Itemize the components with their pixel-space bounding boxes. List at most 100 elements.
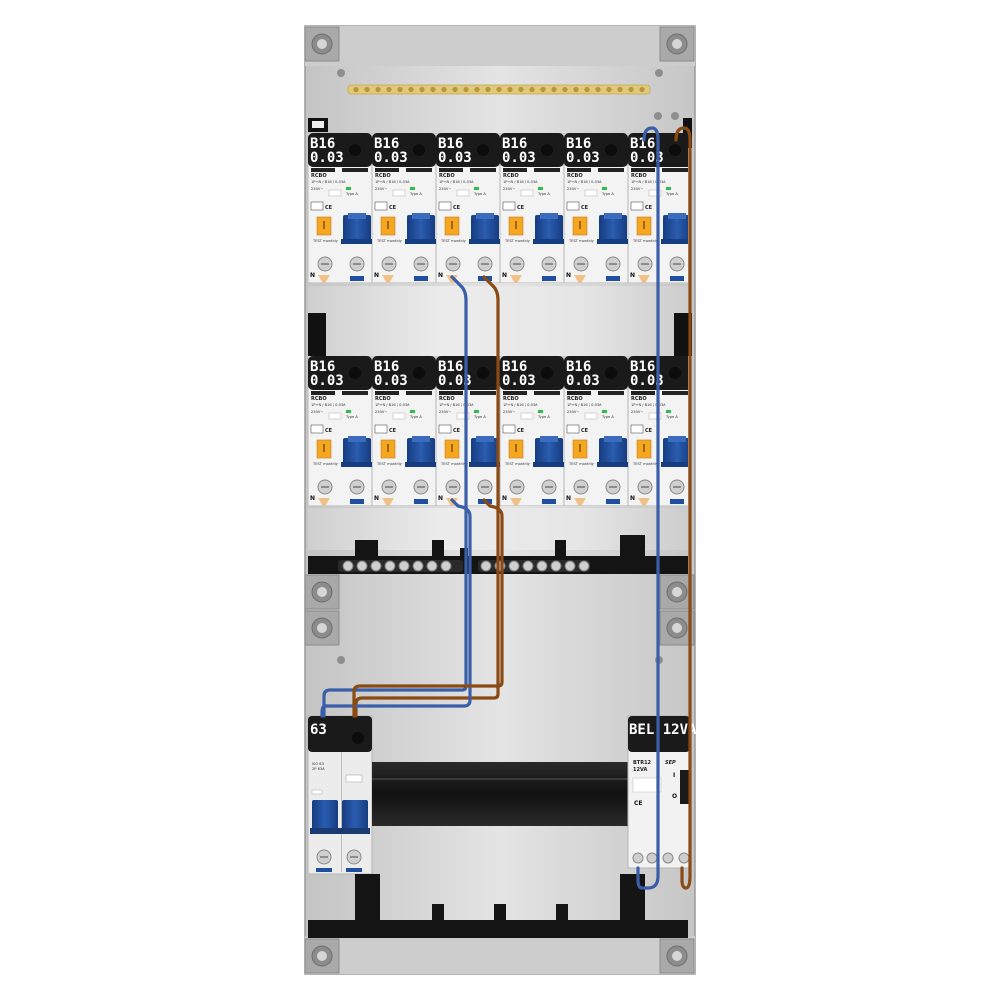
rcbo-spec: 1P+N / B16 / 0.03A <box>311 403 346 407</box>
rcbo-ce-mark: CE <box>645 428 653 434</box>
rcbo-handle[interactable] <box>343 215 371 243</box>
rcbo-test-label: TEST monthly <box>312 462 339 466</box>
rcbo-spec: 1P+N / B16 / 0.03A <box>567 180 602 184</box>
rcbo-handle[interactable] <box>599 438 627 466</box>
bell-transformer-ce: CE <box>634 800 643 807</box>
rcbo-handle[interactable] <box>407 215 435 243</box>
busbar-screw <box>441 86 447 93</box>
neutral-terminal-label: N <box>438 495 443 502</box>
busbar-screw <box>540 86 546 93</box>
rcbo-handle[interactable] <box>535 215 563 243</box>
neutral-bar-screw <box>412 560 424 572</box>
mounting-bracket <box>659 574 695 610</box>
bell-terminal-4 <box>678 852 690 864</box>
rcbo-type: Type A <box>473 415 486 419</box>
rcbo-spec: 1P+N / B16 / 0.03A <box>439 403 474 407</box>
mounting-bracket <box>304 574 340 610</box>
busbar-screw <box>529 86 535 93</box>
busbar-screw <box>584 86 590 93</box>
neutral-terminal-label: N <box>630 495 635 502</box>
neutral-wire-row2 <box>320 498 472 718</box>
main-switch-handle-right[interactable] <box>342 800 368 830</box>
busbar-screw <box>463 86 469 93</box>
busbar-screw <box>386 86 392 93</box>
rcbo-handle[interactable] <box>407 438 435 466</box>
rcbo-handle[interactable] <box>471 438 499 466</box>
rcbo-handle[interactable] <box>471 215 499 243</box>
busbar-screw <box>364 86 370 93</box>
rcbo-rating: B16 <box>502 359 527 375</box>
bell-transformer[interactable]: BEL 12VA BTR12 12VA SEP I O CE <box>627 715 697 869</box>
rcbo-section-backplate <box>308 286 692 356</box>
rcbo-handle[interactable] <box>343 438 371 466</box>
busbar-screw <box>573 86 579 93</box>
busbar-screw <box>562 86 568 93</box>
rcbo-voltage: 230V~ <box>311 410 323 414</box>
main-switch-handle-left[interactable] <box>312 800 338 830</box>
rcbo-sensitivity: 0.03 <box>374 373 408 389</box>
busbar-screw <box>507 86 513 93</box>
bell-terminal-2 <box>646 852 658 864</box>
rcbo-model: RCBO <box>375 173 391 179</box>
mounting-bracket <box>659 26 695 62</box>
rcbo-sensitivity: 0.03 <box>566 373 600 389</box>
busbar-screw <box>408 86 414 93</box>
neutral-bar-screw <box>550 560 562 572</box>
main-switch[interactable]: 63 ISO 63 2P 63A <box>307 715 373 875</box>
rcbo-rating: B16 <box>566 136 591 152</box>
rcbo-spec: 1P+N / B16 / 0.03A <box>375 403 410 407</box>
rcbo-ce-mark: CE <box>325 428 333 434</box>
neutral-terminal-label: N <box>374 272 379 279</box>
wiring <box>320 126 692 890</box>
rcbo-ce-mark: CE <box>517 205 525 211</box>
busbar-screw <box>518 86 524 93</box>
neutral-terminal-label: N <box>310 495 315 502</box>
neutral-bar-screw <box>440 560 452 572</box>
rcbo-model: RCBO <box>503 396 519 402</box>
busbar-screw <box>353 86 359 93</box>
live-wire-row2 <box>352 498 504 718</box>
rcbo-spec: 1P+N / B16 / 0.03A <box>503 180 538 184</box>
busbar-screw <box>375 86 381 93</box>
rcbo-sensitivity: 0.03 <box>566 150 600 166</box>
rcbo-voltage: 230V~ <box>503 410 515 414</box>
rcbo-handle[interactable] <box>663 438 691 466</box>
mounting-bracket <box>304 610 340 646</box>
rcbo-sensitivity: 0.03 <box>374 150 408 166</box>
rcbo-rating: B16 <box>438 136 463 152</box>
rcbo-model: RCBO <box>503 173 519 179</box>
rcbo-handle[interactable] <box>599 215 627 243</box>
neutral-terminal-label: N <box>310 272 315 279</box>
rcbo-model: RCBO <box>631 173 647 179</box>
switch-off-label: O <box>672 793 677 800</box>
rcbo-type: Type A <box>601 192 614 196</box>
lower-din-rail-stripe <box>372 778 628 780</box>
rcbo-test-label: TEST monthly <box>632 462 659 466</box>
neutral-terminal-label: N <box>630 272 635 279</box>
rcbo-ce-mark: CE <box>453 428 461 434</box>
rcbo-type: Type A <box>665 192 678 196</box>
busbar-screw <box>430 86 436 93</box>
rcbo-handle[interactable] <box>535 438 563 466</box>
enclosure-bottom-strip <box>305 936 695 974</box>
rcbo-voltage: 230V~ <box>439 187 451 191</box>
bell-terminal-3 <box>662 852 674 864</box>
rcbo-handle[interactable] <box>663 215 691 243</box>
neutral-terminal-label: N <box>566 272 571 279</box>
main-switch-spec: 2P 63A <box>312 767 325 771</box>
